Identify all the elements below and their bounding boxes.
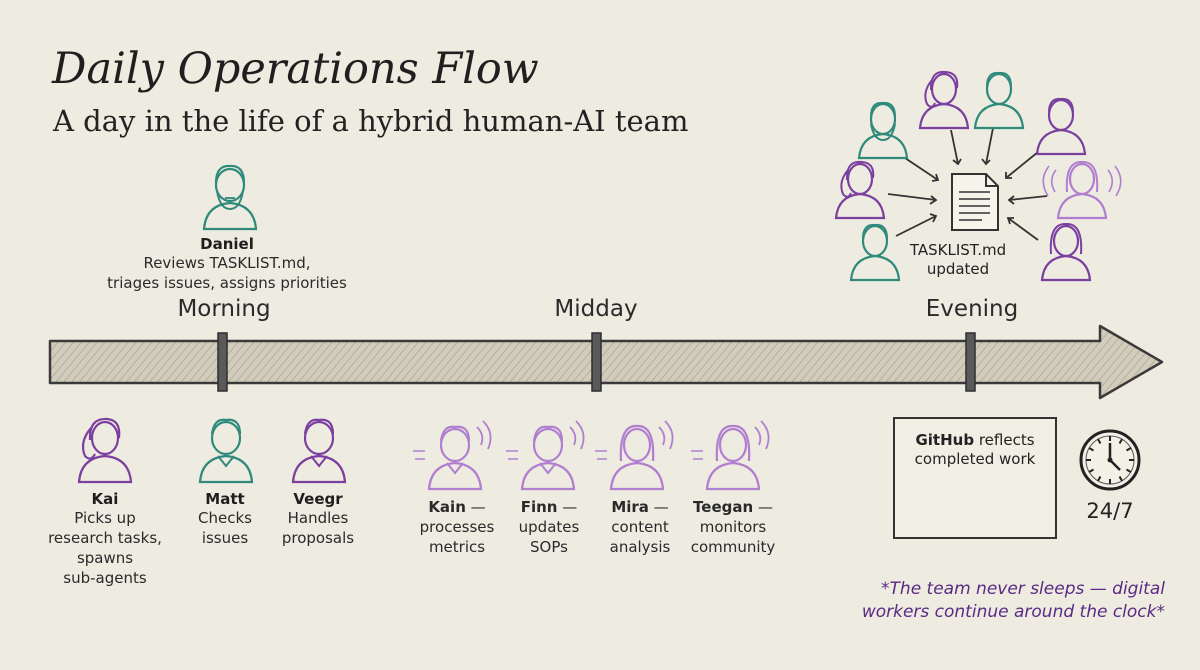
mira-dash: —: [648, 498, 669, 516]
evening-agent-icon: [1042, 160, 1122, 220]
mira-task-line: analysis: [609, 538, 671, 556]
footnote-line1: *The team never sleeps — digital: [881, 579, 1165, 599]
matt-name: Matt: [205, 490, 245, 508]
kain-card: Kain — processes metrics: [407, 497, 507, 557]
evening-person-4-icon: [1035, 97, 1087, 156]
daniel-name: Daniel: [200, 235, 254, 253]
github-label: GitHub: [915, 431, 975, 449]
kai-card: Kai Picks up research tasks, spawns sub-…: [45, 490, 165, 588]
veegr-task-line: Handles: [287, 509, 349, 527]
kain-dash: —: [465, 498, 486, 516]
tasklist-label-line1: TASKLIST.md: [909, 241, 1007, 259]
finn-agent-icon: [506, 420, 585, 491]
page-title: Daily Operations Flow: [52, 44, 539, 94]
veegr-task-line: proposals: [281, 529, 355, 547]
page-subtitle: A day in the life of a hybrid human-AI t…: [53, 104, 689, 138]
update-arrows: [887, 127, 1048, 241]
mira-task-line: content: [611, 518, 669, 536]
evening-person-5-icon: [834, 160, 886, 220]
kai-task-line: Picks up: [74, 509, 136, 527]
matt-avatar-icon: [198, 418, 254, 484]
github-text-line2: completed work: [914, 450, 1036, 468]
footnote-line2: workers continue around the clock*: [861, 602, 1165, 622]
clock-label: 24/7: [1086, 499, 1134, 523]
finn-task-line: SOPs: [530, 538, 568, 556]
phase-evening-label: Evening: [925, 296, 1019, 322]
tasklist-label-line2: updated: [926, 260, 990, 278]
tasklist-label: TASKLIST.md updated: [898, 241, 1018, 279]
evening-person-2-icon: [918, 70, 970, 130]
phase-morning-label: Morning: [177, 296, 271, 322]
document-icon: [951, 173, 999, 231]
finn-card: Finn — updates SOPs: [504, 497, 594, 557]
mira-name: Mira: [611, 498, 649, 516]
kai-name: Kai: [91, 490, 119, 508]
kain-name: Kain: [428, 498, 466, 516]
daniel-card: Daniel Reviews TASKLIST.md, triages issu…: [87, 235, 367, 293]
kain-task-line: processes: [419, 518, 495, 536]
daniel-task-line1: Reviews TASKLIST.md,: [143, 254, 311, 272]
midday-tick: [591, 332, 602, 392]
kai-task-line: spawns: [76, 549, 134, 567]
evening-person-3-icon: [973, 71, 1025, 130]
veegr-name: Veegr: [293, 490, 343, 508]
github-text: reflects: [974, 431, 1035, 449]
kain-task-line: metrics: [428, 538, 486, 556]
kai-task-line: research tasks,: [48, 529, 162, 547]
mira-agent-icon: [595, 420, 674, 491]
evening-person-1-icon: [857, 101, 909, 160]
phase-midday-label: Midday: [554, 296, 638, 322]
finn-name: Finn: [520, 498, 558, 516]
evening-person-6-icon: [849, 223, 901, 282]
teegan-task-line: community: [690, 538, 776, 556]
veegr-card: Veegr Handles proposals: [268, 490, 368, 548]
kai-task-line: sub-agents: [63, 569, 147, 587]
kain-agent-icon: [413, 420, 492, 491]
timeline-arrow: [48, 324, 1164, 400]
teegan-dash: —: [753, 498, 773, 516]
matt-task-line: issues: [201, 529, 249, 547]
footnote: *The team never sleeps — digital workers…: [820, 578, 1165, 624]
github-status-box: GitHub reflects completed work: [893, 417, 1057, 539]
teegan-task-line: monitors: [699, 518, 767, 536]
matt-task-line: Checks: [198, 509, 252, 527]
clock-icon: [1079, 429, 1141, 491]
daniel-task-line2: triages issues, assigns priorities: [107, 274, 347, 292]
teegan-card: Teegan — monitors community: [678, 497, 788, 557]
morning-tick: [217, 332, 228, 392]
teegan-agent-icon: [691, 420, 770, 491]
evening-person-7-icon: [1040, 222, 1092, 282]
mira-card: Mira — content analysis: [595, 497, 685, 557]
finn-dash: —: [557, 498, 578, 516]
matt-card: Matt Checks issues: [175, 490, 275, 548]
finn-task-line: updates: [518, 518, 580, 536]
veegr-avatar-icon: [291, 418, 347, 484]
evening-tick: [965, 332, 976, 392]
teegan-name: Teegan: [693, 498, 754, 516]
daniel-avatar-icon: [202, 164, 258, 231]
kai-avatar-icon: [77, 417, 133, 484]
